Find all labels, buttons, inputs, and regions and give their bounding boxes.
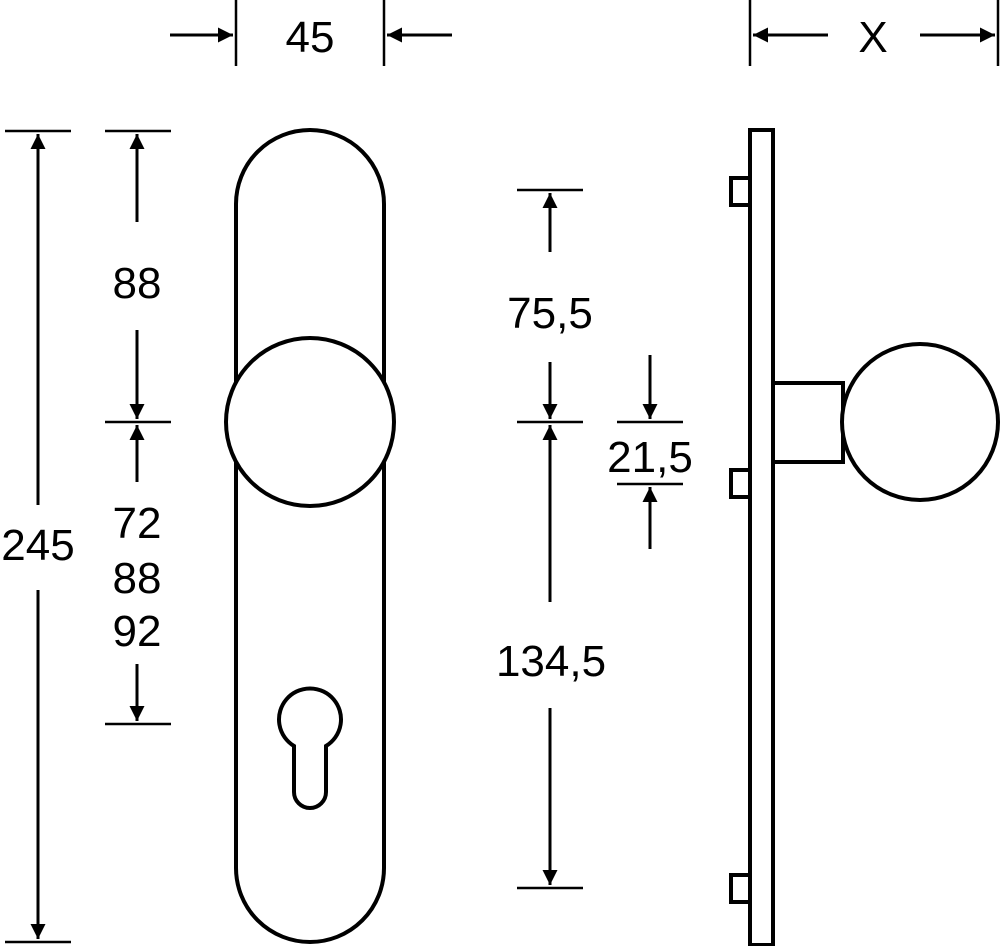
dim-label-245: 245 bbox=[1, 521, 74, 570]
dim-label-134-5: 134,5 bbox=[496, 637, 606, 686]
dim-plate-width: 45 bbox=[170, 0, 452, 66]
knob-front bbox=[224, 336, 396, 508]
tab-bottom bbox=[729, 873, 752, 904]
dim-side-knob-offset: 21,5 bbox=[607, 355, 693, 549]
dim-projection: X bbox=[748, 0, 1000, 66]
dim-label-45: 45 bbox=[286, 13, 335, 62]
dim-total-height: 245 bbox=[1, 129, 75, 944]
side-view bbox=[729, 128, 1000, 946]
rosette-neck bbox=[771, 381, 845, 464]
tab-middle bbox=[729, 468, 752, 499]
dim-label-21-5: 21,5 bbox=[607, 433, 693, 482]
dim-label-88: 88 bbox=[113, 259, 162, 308]
keyhole bbox=[277, 686, 343, 810]
front-view bbox=[224, 128, 396, 944]
dim-knob-to-cylinder: 72 88 92 bbox=[105, 425, 171, 726]
knob-side bbox=[840, 342, 1000, 502]
tab-top bbox=[729, 176, 752, 207]
dim-label-72: 72 bbox=[113, 499, 162, 548]
dim-label-92: 92 bbox=[113, 607, 162, 656]
dim-side-top-to-knob: 75,5 bbox=[507, 188, 593, 424]
dim-label-88b: 88 bbox=[113, 554, 162, 603]
dim-label-75-5: 75,5 bbox=[507, 289, 593, 338]
side-plate bbox=[748, 128, 775, 946]
dim-label-x: X bbox=[858, 13, 887, 62]
dim-top-to-knob: 88 bbox=[105, 129, 171, 424]
escutcheon-plate bbox=[234, 128, 386, 944]
dim-side-knob-to-bottom: 134,5 bbox=[496, 425, 606, 890]
